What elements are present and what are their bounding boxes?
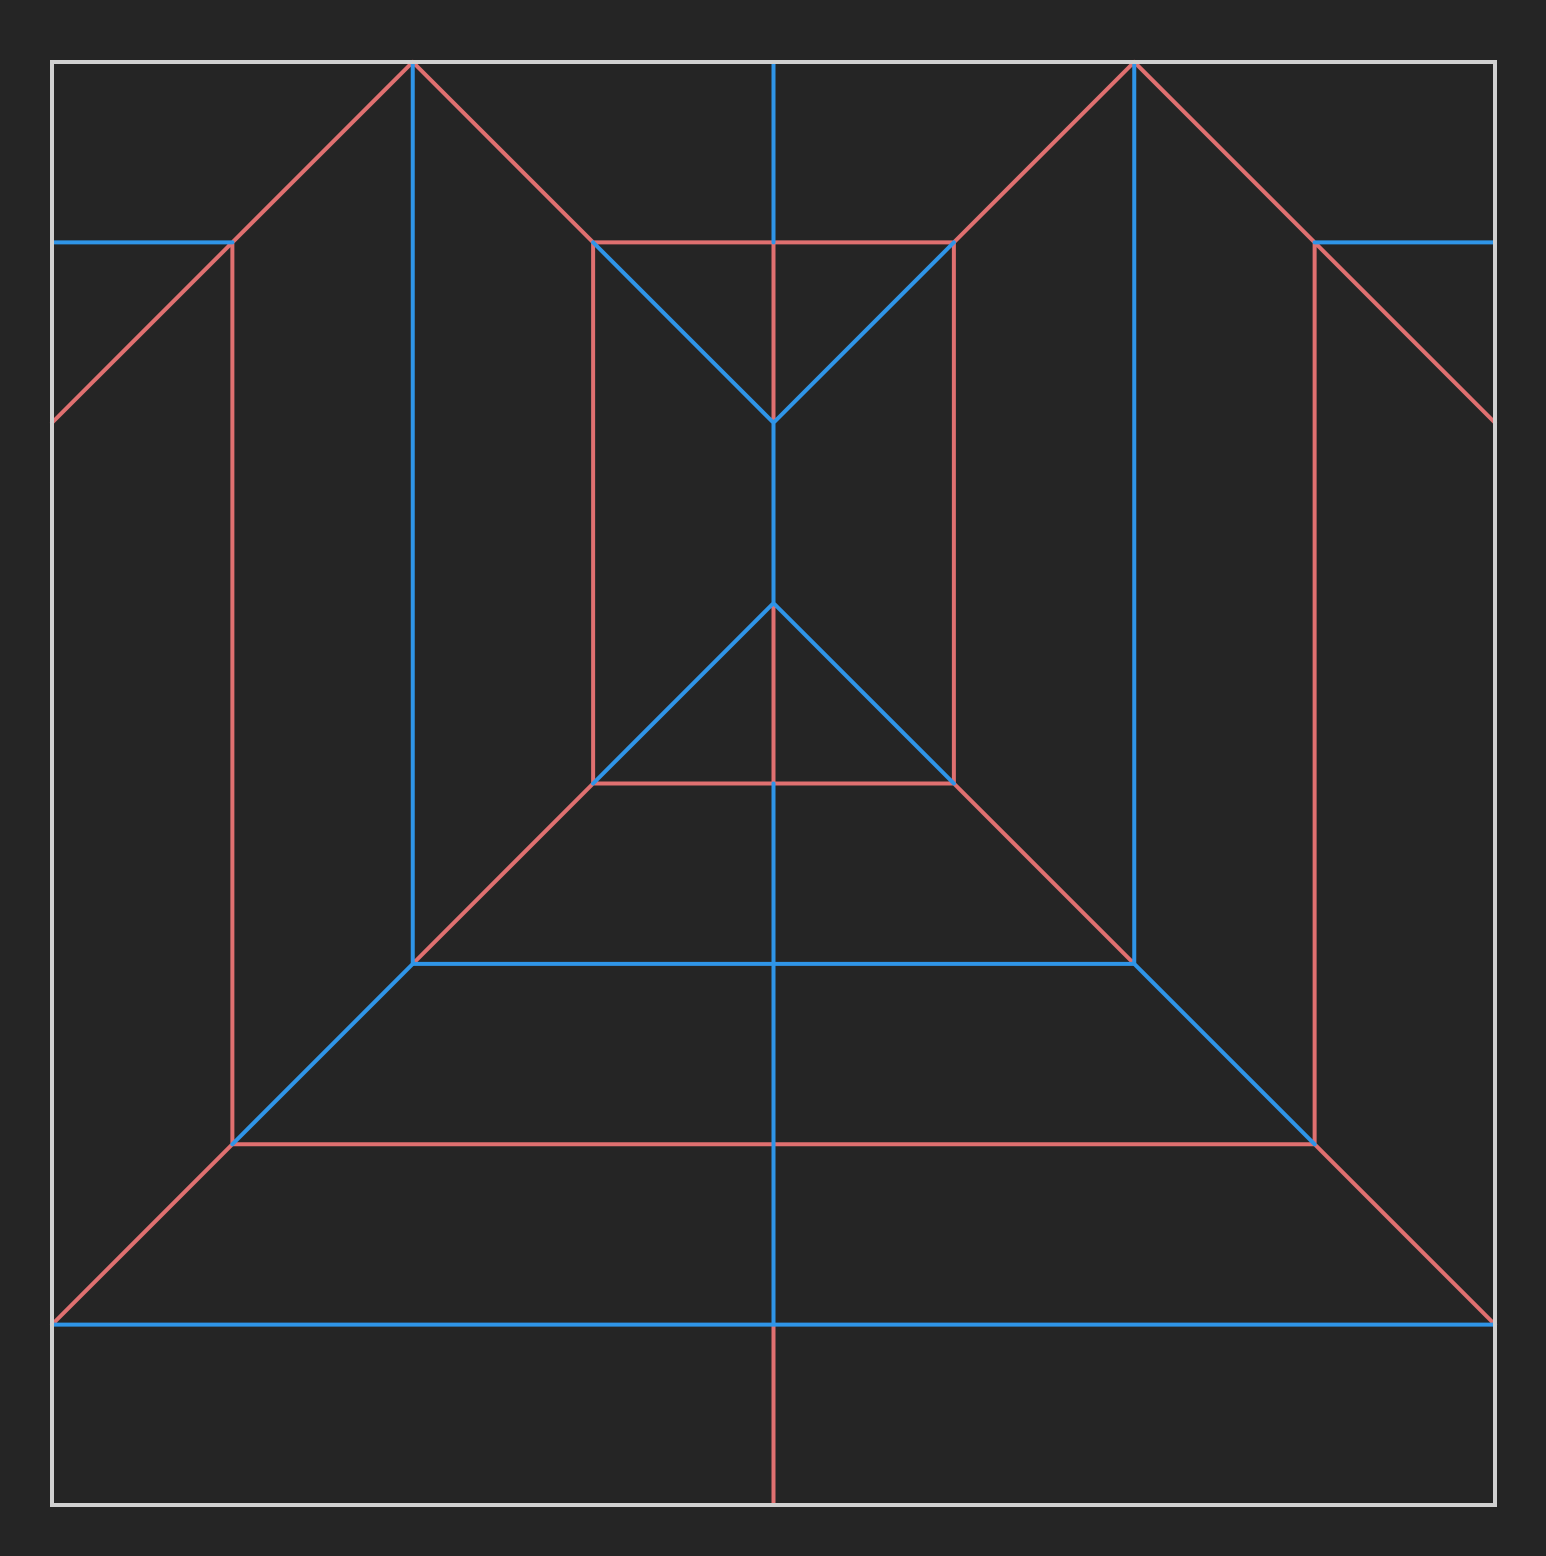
valley-fold-line — [771, 240, 956, 425]
valley-fold-line — [1132, 961, 1317, 1147]
mountain-fold-line — [410, 60, 596, 245]
mountain-fold-line — [410, 781, 596, 966]
valley-fold-line — [230, 961, 415, 1147]
valley-fold-line — [771, 601, 956, 786]
mountain-fold-line — [951, 781, 1137, 966]
valley-fold-line — [591, 240, 776, 425]
crease-lines — [50, 60, 1497, 1507]
paper-border — [50, 60, 1497, 1507]
mountain-fold-line — [50, 1142, 235, 1327]
valley-fold-line — [591, 601, 776, 786]
mountain-fold-line — [951, 60, 1137, 245]
mountain-fold-line — [1312, 1142, 1497, 1327]
